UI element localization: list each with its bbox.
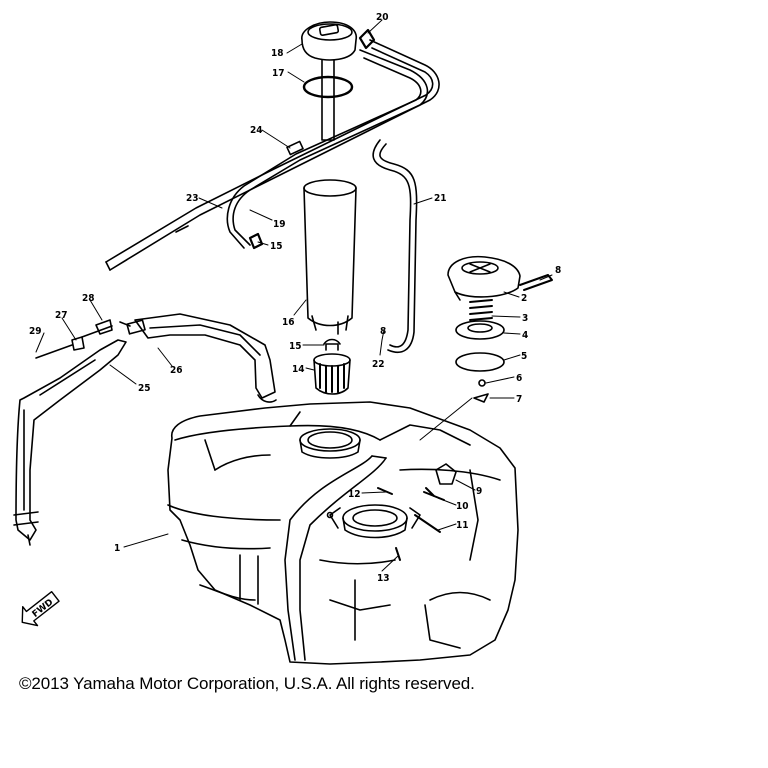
- clip-7: [473, 393, 489, 403]
- callout-numbers: 1 2 3 4 5 6 7 8 8 9 10 11 12 13 14 15 15…: [29, 12, 561, 584]
- fwd-arrow: FWD: [21, 591, 60, 627]
- callout-29: 29: [29, 326, 42, 337]
- fuel-hose-19: [226, 49, 429, 249]
- o-ring-17: [302, 75, 354, 99]
- callout-15: 15: [289, 341, 302, 352]
- leader-lines: [35, 19, 553, 572]
- filler-cap-2: [447, 255, 521, 301]
- callout-12: 12: [348, 489, 361, 500]
- fwd-label: FWD: [31, 597, 56, 619]
- hose-clip-24: [286, 140, 304, 156]
- callout-3: 3: [522, 313, 528, 324]
- fuel-filter-14: [313, 343, 351, 395]
- callout-15b: 15: [270, 241, 283, 252]
- callout-25: 25: [138, 383, 151, 394]
- cap-spring-3: [469, 299, 493, 321]
- callout-27: 27: [55, 310, 68, 321]
- callout-4: 4: [522, 330, 528, 341]
- callout-20: 20: [376, 12, 389, 23]
- callout-26: 26: [170, 365, 183, 376]
- sender-stem: [321, 59, 335, 141]
- copyright-notice: ©2013 Yamaha Motor Corporation, U.S.A. A…: [19, 674, 475, 693]
- tank-strap-25: [13, 339, 127, 546]
- callout-22: 22: [372, 359, 385, 370]
- callout-17: 17: [272, 68, 285, 79]
- callout-8: 8: [555, 265, 561, 276]
- callout-28: 28: [82, 293, 95, 304]
- cap-gasket-5: [455, 352, 505, 372]
- callout-1: 1: [114, 543, 120, 554]
- vent-hose-23: [105, 39, 440, 271]
- callout-5: 5: [521, 351, 527, 362]
- callout-14: 14: [292, 364, 305, 375]
- callout-18: 18: [271, 48, 284, 59]
- fuel-sender-cap-18: [301, 21, 357, 61]
- drain-hose-21: [372, 139, 418, 354]
- callout-24: 24: [250, 125, 263, 136]
- callout-23: 23: [186, 193, 199, 204]
- hose-clip-15b: [248, 232, 264, 250]
- callout-6: 6: [516, 373, 522, 384]
- callout-11: 11: [456, 520, 469, 531]
- strainer-tube-16: [303, 179, 357, 335]
- callout-2: 2: [521, 293, 527, 304]
- callout-7: 7: [516, 394, 522, 405]
- callout-10: 10: [456, 501, 469, 512]
- callout-9: 9: [476, 486, 482, 497]
- callout-13: 13: [377, 573, 390, 584]
- callout-21: 21: [434, 193, 447, 204]
- clip-15: [323, 338, 341, 345]
- hose-clip-20: [358, 28, 376, 50]
- tank-fasteners: [326, 487, 445, 561]
- fuel-tank-exploded-diagram: 1 2 3 4 5 6 7 8 8 9 10 11 12 13 14 15 15…: [13, 12, 561, 665]
- fuel-tank: [167, 401, 519, 665]
- strap-fasteners: [35, 319, 131, 359]
- callout-8b: 8: [380, 326, 386, 337]
- cap-plate-4: [455, 320, 505, 340]
- cap-bolt-8: [519, 274, 553, 291]
- callout-19: 19: [273, 219, 286, 230]
- callout-16: 16: [282, 317, 295, 328]
- washer-6: [478, 379, 486, 387]
- tank-strap-26: [126, 313, 277, 403]
